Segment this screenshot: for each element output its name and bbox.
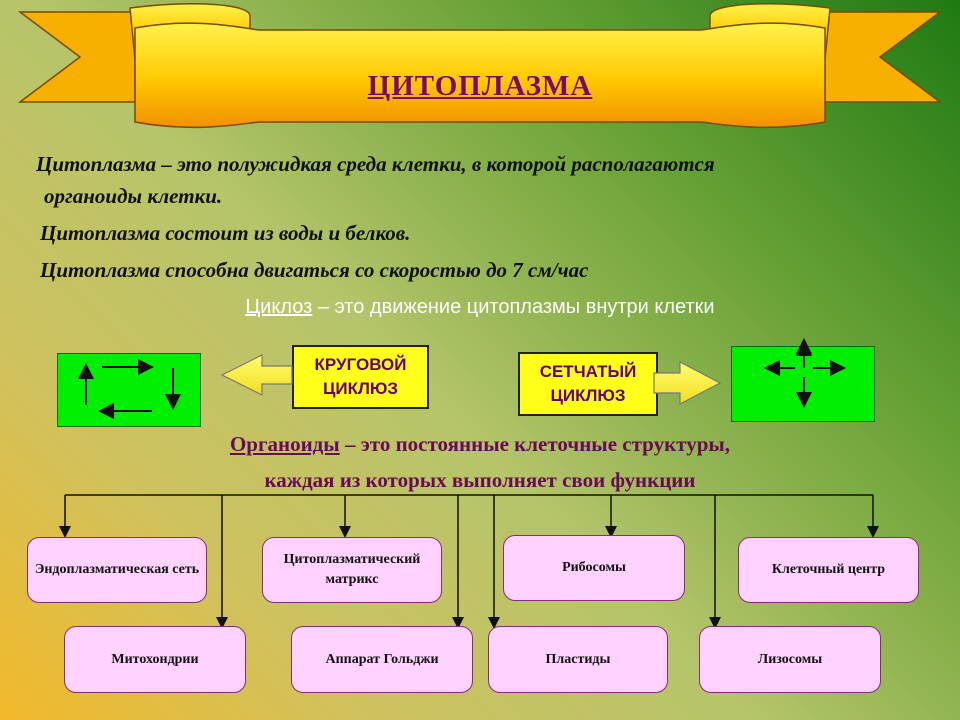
mesh-cyclosis-label: СЕТЧАТЫЙ ЦИКЛЮЗ <box>518 352 658 416</box>
organoid-lysosomes: Лизосомы <box>699 626 881 693</box>
cyclosis-definition: Циклоз – это движение цитоплазмы внутри … <box>0 296 960 319</box>
speed-text: Цитоплазма способна двигаться со скорост… <box>40 258 589 282</box>
definition-line-2: органоиды клетки. <box>44 184 223 208</box>
organoid-er: Эндоплазматическая сеть <box>27 537 207 603</box>
organoids-definition-line-1: Органоиды – это постоянные клеточные стр… <box>0 432 960 457</box>
page-title: ЦИТОПЛАЗМА <box>367 70 593 102</box>
cyclosis-term: Циклоз <box>245 296 313 318</box>
definition-line-1: Цитоплазма – это полужидкая среда клетки… <box>36 152 715 176</box>
circular-label-line-1: КРУГОВОЙ <box>314 355 407 374</box>
organoid-plastids: Пластиды <box>488 626 668 693</box>
organoid-golgi: Аппарат Гольджи <box>291 626 473 693</box>
banner-scroll <box>17 3 943 129</box>
organoid-mitochondria: Митохондрии <box>64 626 246 693</box>
mesh-cyclosis-cell <box>731 346 875 422</box>
right-yellow-arrow-icon <box>653 361 722 405</box>
organoids-line1-rest: – это постоянные клеточные структуры, <box>339 432 731 456</box>
left-yellow-arrow-icon <box>220 354 293 396</box>
mesh-label-line-2: ЦИКЛЮЗ <box>550 386 626 405</box>
circular-cyclosis-cell <box>57 353 201 427</box>
organoid-ribosomes: Рибосомы <box>503 535 685 601</box>
organoids-term: Органоиды <box>229 432 340 456</box>
organoids-definition-line-2: каждая из которых выполняет свои функции <box>264 468 696 492</box>
composition-text: Цитоплазма состоит из воды и белков. <box>40 221 411 245</box>
circular-cyclosis-label: КРУГОВОЙ ЦИКЛЮЗ <box>292 345 429 409</box>
organoid-cytoplasmic-matrix: Цитоплазматический матрикс <box>262 537 442 603</box>
mesh-label-line-1: СЕТЧАТЫЙ <box>539 362 637 381</box>
circular-label-line-2: ЦИКЛЮЗ <box>322 379 399 398</box>
organoid-cell-centre: Клеточный центр <box>738 537 919 603</box>
cyclosis-rest: – это движение цитоплазмы внутри клетки <box>312 296 715 318</box>
